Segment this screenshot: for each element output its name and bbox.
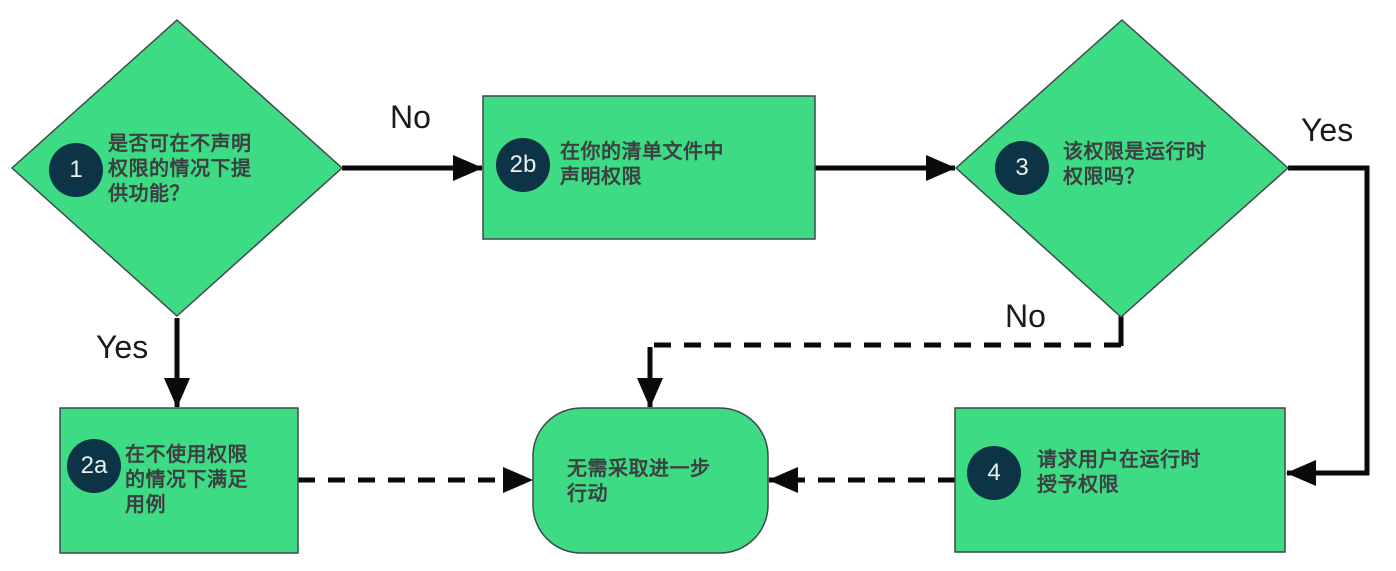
text-line: 行动	[567, 483, 608, 505]
node-3-diamond	[954, 18, 1290, 319]
text-line: 授予权限	[1037, 474, 1119, 496]
text-line: 供功能？	[108, 183, 190, 205]
node-1-badge: 1	[49, 143, 103, 197]
node-3-label: 该权限是运行时 权限吗？	[1063, 140, 1207, 190]
text-line: 声明权限	[560, 166, 642, 188]
node-2a-label: 在不使用权限 的情况下满足 用例	[125, 443, 248, 518]
node-1-label: 是否可在不声明 权限的情况下提 供功能？	[108, 132, 252, 207]
edge-label-no-bottom: No	[1005, 298, 1046, 334]
edge-label-yes-left: Yes	[96, 329, 149, 365]
node-4-label: 请求用户在运行时 授予权限	[1037, 448, 1201, 498]
node-2b-badge: 2b	[496, 138, 550, 192]
text-line: 权限吗？	[1063, 166, 1145, 188]
node-4-badge: 4	[967, 446, 1021, 500]
text-line: 该权限是运行时	[1063, 141, 1207, 163]
node-2b-label: 在你的清单文件中 声明权限	[560, 140, 724, 190]
edge-yes-3-to-4	[1286, 165, 1370, 486]
edge-no-3-to-terminal	[637, 316, 1124, 408]
text-line: 用例	[125, 494, 166, 516]
edge-label-no-top: No	[390, 99, 431, 135]
node-2a-badge: 2a	[67, 439, 121, 493]
text-line: 的情况下满足	[125, 469, 248, 491]
node-terminal-label: 无需采取进一步 行动	[567, 457, 711, 507]
node-1-diamond	[10, 18, 344, 318]
text-line: 权限的情况下提	[108, 158, 252, 180]
text-line: 是否可在不声明	[108, 133, 252, 155]
text-line: 请求用户在运行时	[1037, 449, 1201, 471]
text-line: 在不使用权限	[125, 444, 248, 466]
text-line: 无需采取进一步	[567, 458, 711, 480]
text-line: 在你的清单文件中	[560, 141, 724, 163]
edge-label-yes-right: Yes	[1301, 112, 1354, 148]
node-3-badge: 3	[995, 141, 1049, 195]
node-terminal-stadium	[532, 407, 769, 554]
